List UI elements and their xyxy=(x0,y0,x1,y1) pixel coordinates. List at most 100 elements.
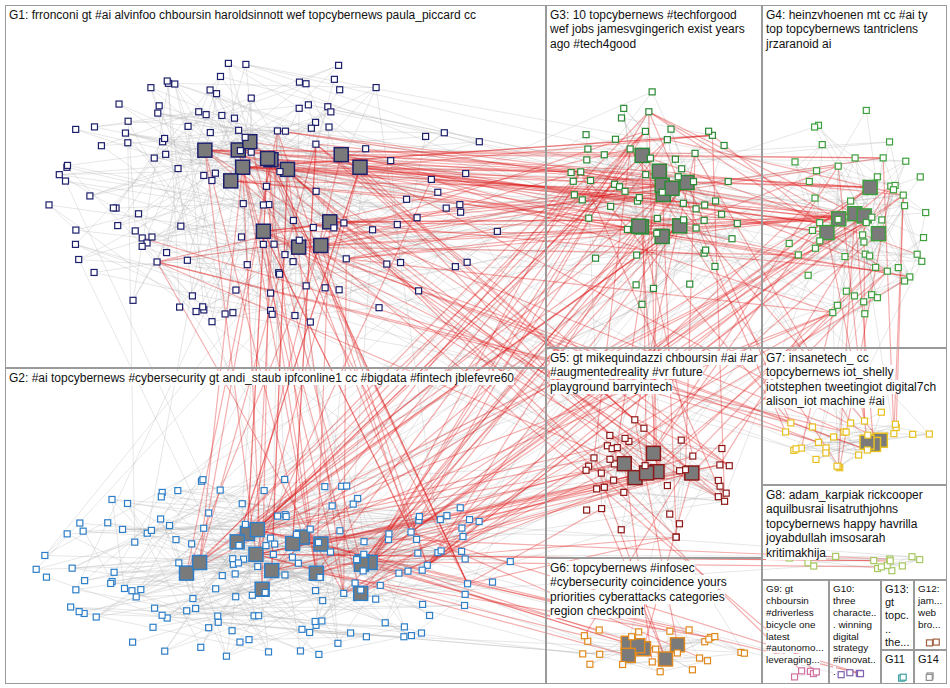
inter-group-link xyxy=(594,149,630,458)
inter-group-link xyxy=(672,188,887,271)
inter-group-link xyxy=(200,167,243,562)
graph-vertex xyxy=(43,574,49,580)
graph-vertex xyxy=(719,211,725,217)
graph-vertex xyxy=(441,130,447,136)
graph-vertex xyxy=(341,590,347,596)
graph-vertex xyxy=(687,281,693,287)
graph-vertex xyxy=(806,179,812,185)
graph-vertex xyxy=(164,250,170,256)
graph-vertex xyxy=(125,118,131,124)
graph-vertex xyxy=(643,172,649,178)
graph-vertex xyxy=(712,263,718,269)
graph-vertex xyxy=(693,225,699,231)
graph-vertex xyxy=(848,420,854,426)
inter-group-link xyxy=(316,456,692,573)
graph-vertex xyxy=(816,439,822,445)
graph-vertex xyxy=(457,202,463,208)
graph-vertex xyxy=(73,587,79,593)
graph-link xyxy=(870,256,910,277)
graph-vertex xyxy=(363,634,369,640)
graph-vertex xyxy=(136,211,142,217)
graph-vertex xyxy=(230,310,236,316)
graph-vertex xyxy=(620,661,626,667)
graph-vertex xyxy=(162,135,168,141)
graph-vertex xyxy=(608,203,614,209)
inter-group-link xyxy=(344,313,833,594)
graph-vertex xyxy=(277,169,283,175)
graph-vertex xyxy=(108,580,114,586)
graph-vertex xyxy=(73,126,79,132)
graph-vertex xyxy=(219,573,225,579)
graph-vertex xyxy=(809,424,815,430)
graph-link xyxy=(632,637,693,670)
graph-vertex xyxy=(862,418,868,424)
graph-vertex xyxy=(265,563,279,577)
graph-vertex xyxy=(352,580,358,586)
graph-vertex xyxy=(130,639,136,645)
graph-vertex xyxy=(674,650,680,656)
graph-vertex xyxy=(239,501,245,507)
graph-vertex xyxy=(307,526,313,532)
graph-vertex xyxy=(715,477,721,483)
graph-link xyxy=(240,629,302,642)
graph-vertex xyxy=(725,179,731,185)
graph-link xyxy=(94,105,308,127)
graph-vertex xyxy=(91,124,97,130)
graph-link xyxy=(228,63,497,231)
inter-group-link xyxy=(642,155,917,254)
graph-vertex xyxy=(835,163,841,169)
graph-vertex xyxy=(98,143,104,149)
graph-link xyxy=(165,533,248,651)
graph-vertex xyxy=(867,253,873,259)
graph-vertex xyxy=(834,302,840,308)
graph-vertex xyxy=(309,566,323,580)
graph-vertex xyxy=(314,537,328,551)
graph-vertex xyxy=(132,539,138,545)
graph-vertex xyxy=(164,78,170,84)
graph-vertex xyxy=(887,139,893,145)
graph-vertex xyxy=(682,467,688,473)
graph-vertex xyxy=(335,640,341,646)
graph-vertex xyxy=(236,127,242,133)
group-label: G9: gt chboursin #driverless bicycle one… xyxy=(766,583,824,665)
graph-vertex xyxy=(917,557,923,563)
graph-vertex xyxy=(805,272,811,278)
graph-vertex xyxy=(116,101,122,107)
graph-vertex xyxy=(632,417,638,423)
graph-vertex xyxy=(634,252,640,258)
graph-vertex xyxy=(622,188,628,194)
graph-vertex xyxy=(843,429,849,435)
graph-vertex xyxy=(443,205,449,211)
graph-vertex xyxy=(848,198,854,204)
graph-vertex xyxy=(209,178,215,184)
graph-vertex xyxy=(813,669,819,675)
graph-vertex xyxy=(198,143,212,157)
graph-vertex xyxy=(667,511,673,517)
graph-vertex xyxy=(358,587,364,593)
graph-vertex xyxy=(256,613,262,619)
graph-vertex xyxy=(830,310,836,316)
graph-vertex xyxy=(313,588,319,594)
graph-vertex xyxy=(686,627,692,633)
graph-vertex xyxy=(299,626,305,632)
graph-vertex xyxy=(459,525,465,531)
inter-group-link xyxy=(649,112,887,271)
graph-vertex xyxy=(261,151,275,165)
graph-vertex xyxy=(910,431,916,437)
graph-vertex xyxy=(243,61,249,67)
graph-link xyxy=(864,142,890,242)
graph-vertex xyxy=(290,217,296,223)
graph-vertex xyxy=(678,437,684,443)
graph-link xyxy=(816,424,895,459)
graph-vertex xyxy=(873,264,879,270)
graph-vertex xyxy=(317,574,323,580)
graph-vertex xyxy=(459,548,465,554)
group-panel: G6: topcybernews #infosec #cybersecurity… xyxy=(546,558,762,684)
graph-vertex xyxy=(636,629,642,635)
graph-vertex xyxy=(200,477,206,483)
graph-vertex xyxy=(715,494,721,500)
graph-vertex xyxy=(313,119,319,125)
graph-vertex xyxy=(286,536,300,550)
graph-vertex xyxy=(401,624,407,630)
